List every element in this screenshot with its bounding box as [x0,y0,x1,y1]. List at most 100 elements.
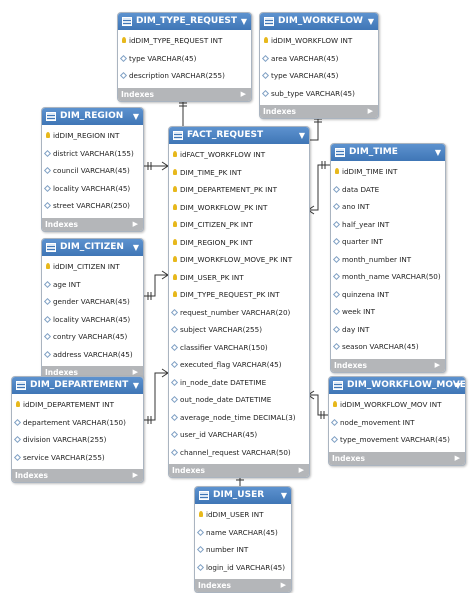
field-row[interactable]: contry VARCHAR(45) [42,328,143,346]
field-row[interactable]: month_number INT [331,251,445,269]
field-row[interactable]: DIM_USER_PK INT [169,269,309,287]
field-row[interactable]: address VARCHAR(45) [42,346,143,364]
collapse-arrow-icon[interactable]: ▼ [132,381,139,390]
field-row[interactable]: DIM_WORKFLOW_PK INT [169,199,309,217]
collapse-arrow-icon[interactable]: ▼ [132,112,139,121]
field-row[interactable]: DIM_TYPE_REQUEST_PK INT [169,286,309,304]
field-row[interactable]: division VARCHAR(255) [12,431,143,449]
indexes-footer[interactable]: Indexes▶ [118,87,251,101]
field-row[interactable]: description VARCHAR(255) [118,67,251,85]
field-row[interactable]: in_node_date DATETIME [169,374,309,392]
field-row[interactable]: age INT [42,276,143,294]
field-row[interactable]: half_year INT [331,216,445,234]
field-row[interactable]: channel_request VARCHAR(50) [169,444,309,462]
field-row[interactable]: idDIM_DEPARTEMENT INT [12,396,143,414]
indexes-footer[interactable]: Indexes▶ [329,451,465,465]
field-row[interactable]: out_node_date DATETIME [169,391,309,409]
table-dim-departement[interactable]: DIM_DEPARTEMENT ▼ idDIM_DEPARTEMENT INT … [11,376,144,483]
table-header[interactable]: FACT_REQUEST ▼ [169,127,309,144]
field-row[interactable]: idDIM_CITIZEN INT [42,258,143,276]
field-row[interactable]: sub_type VARCHAR(45) [260,85,378,103]
table-dim-workflow-move[interactable]: DIM_WORKFLOW_MOVE ▼ idDIM_WORKFLOW_MOV I… [328,376,466,466]
table-dim-region[interactable]: DIM_REGION ▼ idDIM_REGION INT district V… [41,107,144,232]
field-row[interactable]: idDIM_WORKFLOW INT [260,32,378,50]
field-row[interactable]: season VARCHAR(45) [331,338,445,356]
field-row[interactable]: DIM_REGION_PK INT [169,234,309,252]
table-dim-user[interactable]: DIM_USER ▼ idDIM_USER INT name VARCHAR(4… [194,486,292,593]
collapse-arrow-icon[interactable]: ▼ [298,131,305,140]
field-row[interactable]: type_movement VARCHAR(45) [329,431,465,449]
collapse-arrow-icon[interactable]: ▼ [132,243,139,252]
field-row[interactable]: DIM_CITIZEN_PK INT [169,216,309,234]
table-dim-time[interactable]: DIM_TIME ▼ idDIM_TIME INT data DATE ano … [330,143,446,373]
table-header[interactable]: DIM_WORKFLOW_MOVE ▼ [329,377,465,394]
field-row[interactable]: idDIM_TYPE_REQUEST INT [118,32,251,50]
field-row[interactable]: DIM_TIME_PK INT [169,164,309,182]
field-row[interactable]: council VARCHAR(45) [42,162,143,180]
expand-arrow-icon[interactable]: ▶ [454,453,460,462]
field-row[interactable]: ano INT [331,198,445,216]
table-dim-type-request[interactable]: DIM_TYPE_REQUEST ▼ idDIM_TYPE_REQUEST IN… [117,12,252,102]
field-row[interactable]: service VARCHAR(255) [12,449,143,467]
field-row[interactable]: classifier VARCHAR(150) [169,339,309,357]
table-dim-citizen[interactable]: DIM_CITIZEN ▼ idDIM_CITIZEN INT age INT … [41,238,144,380]
field-row[interactable]: idDIM_WORKFLOW_MOV INT [329,396,465,414]
field-row[interactable]: area VARCHAR(45) [260,50,378,68]
field-row[interactable]: DIM_WORKFLOW_MOVE_PK INT [169,251,309,269]
collapse-arrow-icon[interactable]: ▼ [454,381,461,390]
field-row[interactable]: gender VARCHAR(45) [42,293,143,311]
field-row[interactable]: data DATE [331,181,445,199]
table-header[interactable]: DIM_USER ▼ [195,487,291,504]
field-row[interactable]: quarter INT [331,233,445,251]
indexes-footer[interactable]: Indexes▶ [331,358,445,372]
field-row[interactable]: idDIM_USER INT [195,506,291,524]
field-row[interactable]: day INT [331,321,445,339]
field-row[interactable]: idFACT_WORKFLOW INT [169,146,309,164]
table-header[interactable]: DIM_DEPARTEMENT ▼ [12,377,143,394]
collapse-arrow-icon[interactable]: ▼ [240,17,247,26]
field-row[interactable]: idDIM_REGION INT [42,127,143,145]
field-row[interactable]: request_number VARCHAR(20) [169,304,309,322]
table-dim-workflow[interactable]: DIM_WORKFLOW ▼ idDIM_WORKFLOW INT area V… [259,12,379,119]
field-row[interactable]: locality VARCHAR(45) [42,311,143,329]
table-header[interactable]: DIM_REGION ▼ [42,108,143,125]
expand-arrow-icon[interactable]: ▶ [434,360,440,369]
field-row[interactable]: quinzena INT [331,286,445,304]
field-row[interactable]: departement VARCHAR(150) [12,414,143,432]
indexes-footer[interactable]: Indexes▶ [42,217,143,231]
field-row[interactable]: district VARCHAR(155) [42,145,143,163]
field-row[interactable]: locality VARCHAR(45) [42,180,143,198]
expand-arrow-icon[interactable]: ▶ [132,219,138,228]
table-header[interactable]: DIM_TIME ▼ [331,144,445,161]
field-row[interactable]: week INT [331,303,445,321]
field-row[interactable]: type VARCHAR(45) [118,50,251,68]
expand-arrow-icon[interactable]: ▶ [132,368,138,376]
field-row[interactable]: node_movement INT [329,414,465,432]
table-fact-request[interactable]: FACT_REQUEST ▼ idFACT_WORKFLOW INT DIM_T… [168,126,310,478]
collapse-arrow-icon[interactable]: ▼ [280,491,287,500]
table-header[interactable]: DIM_WORKFLOW ▼ [260,13,378,30]
table-header[interactable]: DIM_TYPE_REQUEST ▼ [118,13,251,30]
collapse-arrow-icon[interactable]: ▼ [434,148,441,157]
indexes-footer[interactable]: Indexes▶ [169,464,309,477]
field-row[interactable]: type VARCHAR(45) [260,67,378,85]
field-row[interactable]: login_id VARCHAR(45) [195,559,291,577]
field-row[interactable]: name VARCHAR(45) [195,524,291,542]
field-row[interactable]: idDIM_TIME INT [331,163,445,181]
expand-arrow-icon[interactable]: ▶ [367,107,373,115]
indexes-footer[interactable]: Indexes▶ [42,366,143,379]
indexes-footer[interactable]: Indexes▶ [260,105,378,118]
field-row[interactable]: executed_flag VARCHAR(45) [169,356,309,374]
field-row[interactable]: average_node_time DECIMAL(3) [169,409,309,427]
field-row[interactable]: street VARCHAR(250) [42,197,143,215]
field-row[interactable]: subject VARCHAR(255) [169,321,309,339]
field-row[interactable]: user_id VARCHAR(45) [169,426,309,444]
expand-arrow-icon[interactable]: ▶ [132,471,138,479]
indexes-footer[interactable]: Indexes▶ [12,469,143,482]
field-row[interactable]: DIM_DEPARTEMENT_PK INT [169,181,309,199]
table-header[interactable]: DIM_CITIZEN ▼ [42,239,143,256]
collapse-arrow-icon[interactable]: ▼ [367,17,374,26]
expand-arrow-icon[interactable]: ▶ [240,89,246,98]
field-row[interactable]: number INT [195,541,291,559]
field-row[interactable]: month_name VARCHAR(50) [331,268,445,286]
